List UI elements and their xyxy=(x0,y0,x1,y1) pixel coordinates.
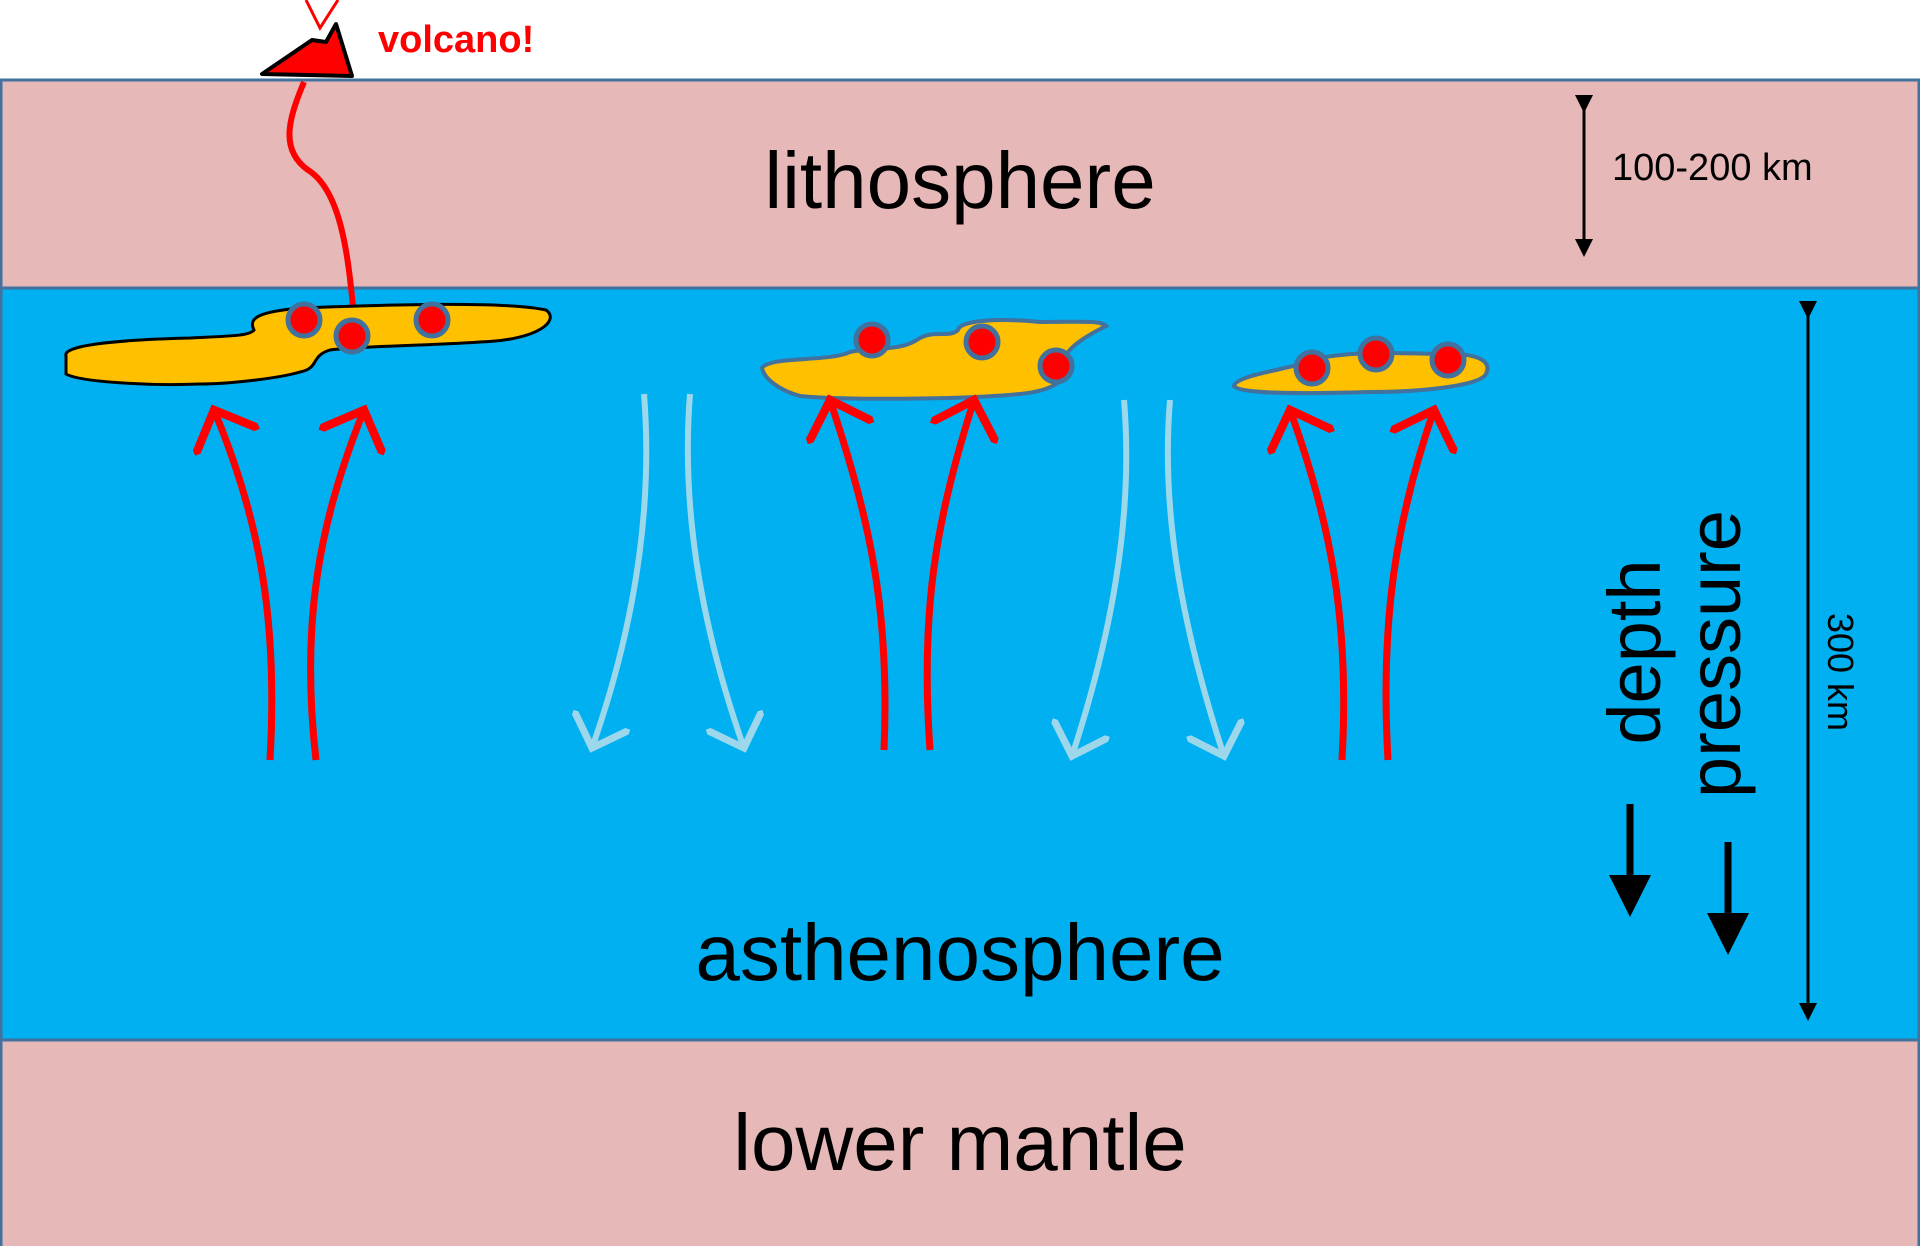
lower-mantle-label: lower mantle xyxy=(733,1098,1187,1187)
melt-droplet xyxy=(288,304,320,336)
lithosphere-label: lithosphere xyxy=(764,136,1155,225)
pressure-label: pressure xyxy=(1673,510,1756,798)
melt-droplet xyxy=(1296,352,1328,384)
melt-droplet xyxy=(856,324,888,356)
melt-droplet xyxy=(966,326,998,358)
asthenosphere-label: asthenosphere xyxy=(695,908,1224,997)
volcano-label: volcano! xyxy=(378,19,534,61)
melt-droplet xyxy=(336,320,368,352)
volcano-icon xyxy=(262,0,352,76)
melt-droplet xyxy=(1360,338,1392,370)
melt-droplet xyxy=(416,304,448,336)
asthenosphere-thickness-label: 300 km xyxy=(1820,613,1861,731)
lithosphere-thickness-label: 100-200 km xyxy=(1612,147,1813,189)
depth-label: depth xyxy=(1593,559,1676,744)
melt-droplet xyxy=(1432,344,1464,376)
melt-droplet xyxy=(1040,350,1072,382)
